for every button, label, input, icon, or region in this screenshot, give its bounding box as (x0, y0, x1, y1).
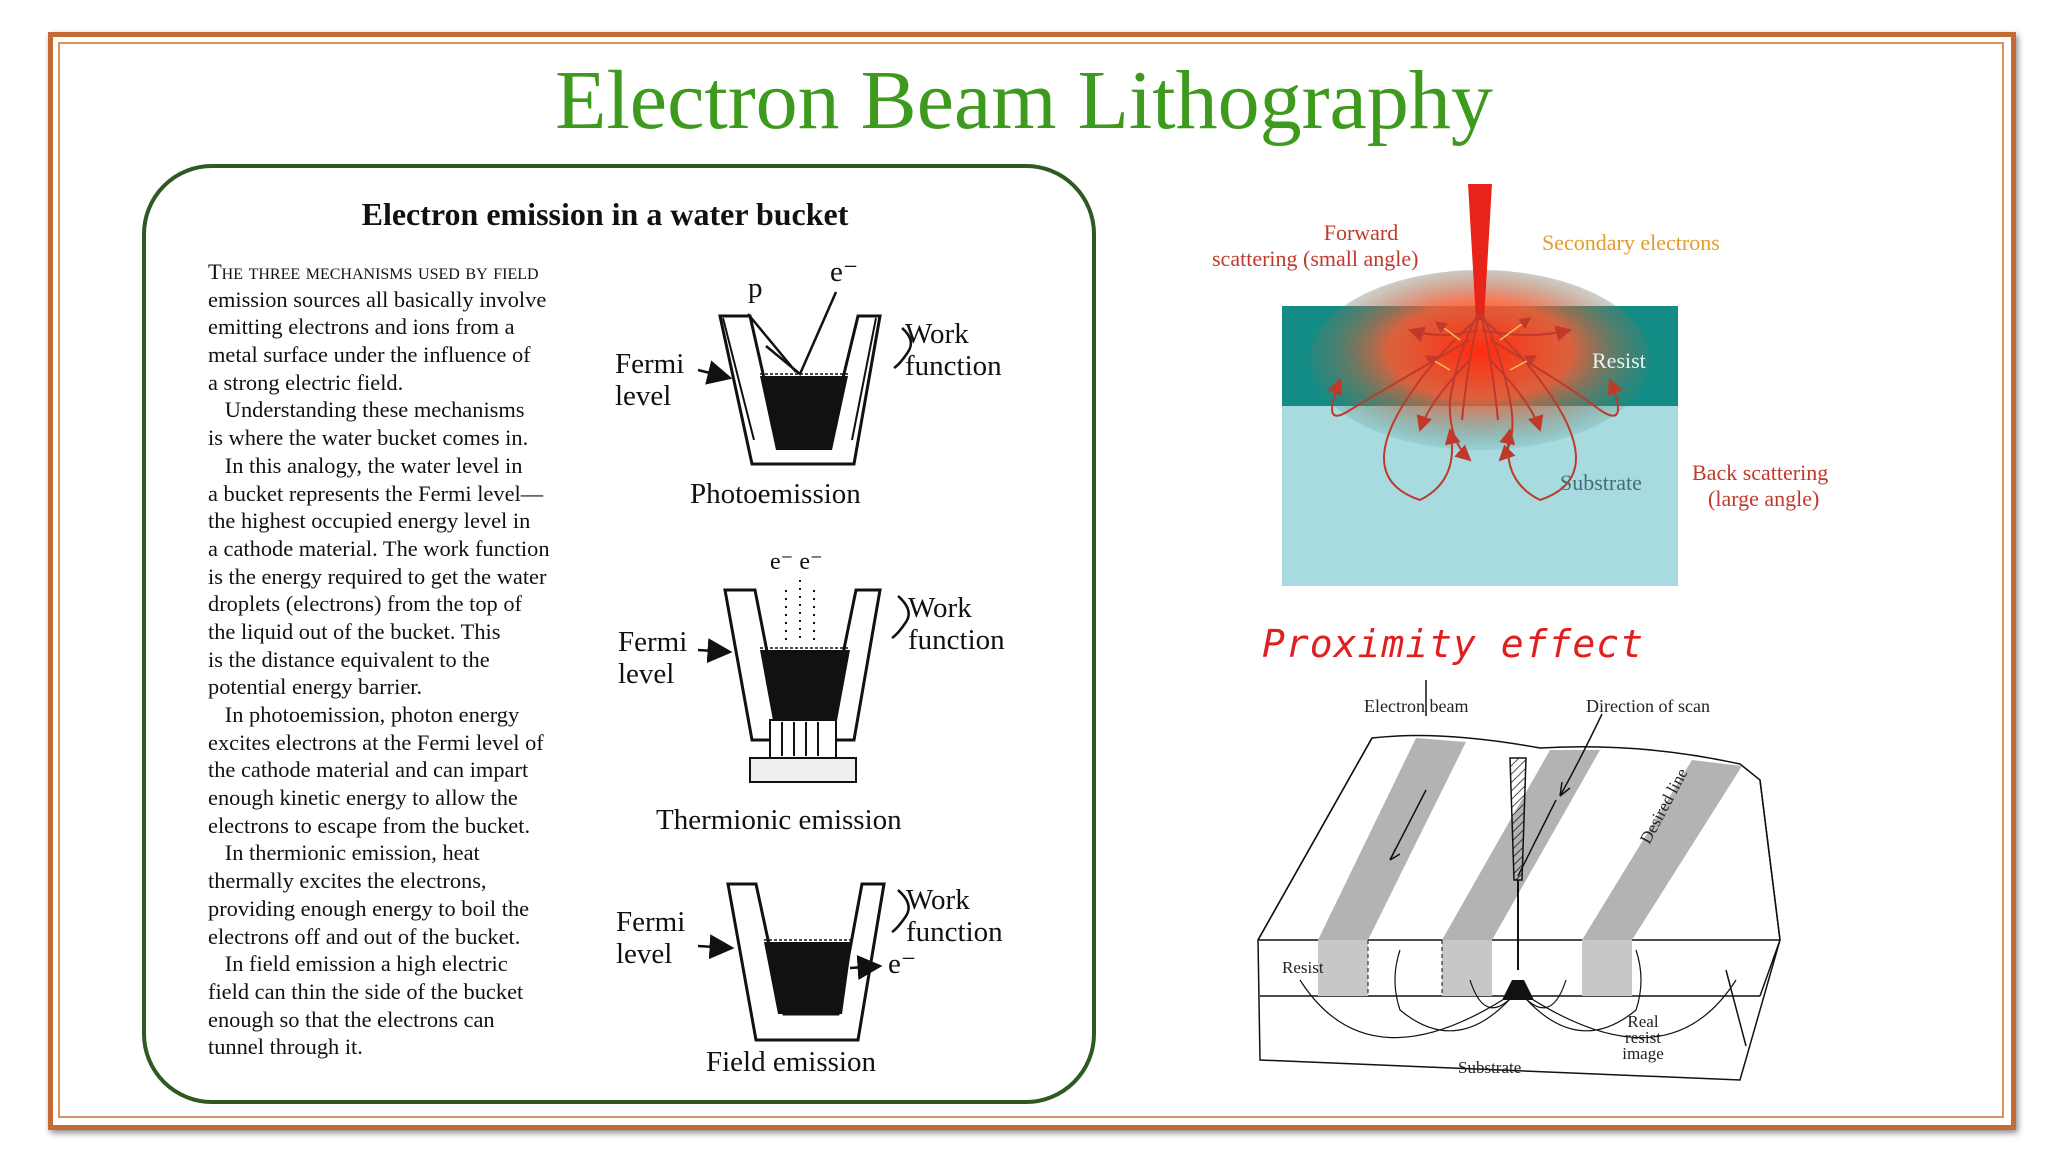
resist-image-2 (1442, 940, 1492, 996)
text-line: metal surface under the influence of (208, 342, 531, 368)
text-line: the highest occupied energy level in (208, 508, 531, 534)
text-line: is the distance equivalent to the (208, 646, 490, 672)
text-line: The three mechanisms used by field (208, 259, 539, 284)
resist-image-3 (1582, 940, 1632, 996)
text-line: is where the water bucket comes in. (208, 425, 529, 451)
fermi-label-3: Fermi (616, 906, 686, 938)
text-line: In thermionic emission, heat (208, 840, 480, 866)
caption-photoemission: Photoemission (690, 478, 861, 510)
direction-of-scan-label: Direction of scan (1586, 696, 1710, 716)
level-label-3: level (616, 938, 673, 970)
text-line: In photoemission, photon energy (208, 702, 520, 727)
work-label-2: Work (908, 592, 972, 624)
photoemission-bucket (697, 291, 913, 466)
level-label-1: level (615, 380, 672, 412)
photon-p-label: p (748, 272, 763, 304)
text-line: thermally excites the electrons, (208, 868, 487, 894)
text-line: the liquid out of the bucket. This (208, 618, 501, 644)
secondary-electrons-label: Secondary electrons (1542, 230, 1720, 255)
text-line: enough kinetic energy to allow the (208, 785, 518, 811)
thermionic-bucket (697, 580, 910, 783)
fermi-label-2: Fermi (618, 626, 688, 658)
work-label-1: Work (905, 318, 969, 350)
text-line: In this analogy, the water level in (208, 452, 523, 478)
proximity-electron-beam (1509, 757, 1527, 881)
text-line: potential energy barrier. (208, 674, 423, 700)
proximity-effect-note: Proximity effect (1262, 622, 1645, 666)
real-line2: resist (1625, 1028, 1661, 1047)
text-line: the cathode material and can impart (208, 757, 529, 783)
electron-beam-label: Electron beam (1364, 696, 1469, 716)
forward-scattering-line1: Forward (1323, 220, 1399, 245)
electron-pair-label: e⁻ e⁻ (770, 549, 823, 575)
back-scattering-line1: Back scattering (1692, 460, 1829, 485)
field-emission-bucket (697, 882, 910, 1042)
fermi-label-1: Fermi (615, 348, 685, 380)
real-resist-image-label: Real resist image (1618, 1012, 1668, 1063)
substrate-label: Substrate (1560, 470, 1642, 495)
caption-field-emission: Field emission (706, 1046, 876, 1078)
text-line: is the energy required to get the water (208, 563, 547, 589)
forward-scattering-line2: scattering (small angle) (1212, 246, 1419, 271)
function-label-1: function (905, 350, 1002, 382)
electron-label-3: e⁻ (888, 948, 917, 980)
backscatter-arcs (1299, 949, 1737, 1039)
text-line: providing enough energy to boil the (208, 895, 530, 921)
electron-label-1: e⁻ (830, 256, 859, 288)
real-line3: image (1622, 1044, 1664, 1063)
text-line: Understanding these mechanisms (208, 397, 525, 423)
text-line: enough so that the electrons can (208, 1006, 495, 1032)
prox-substrate-label: Substrate (1458, 1058, 1522, 1077)
resist-label: Resist (1592, 348, 1646, 373)
caption-thermionic: Thermionic emission (656, 804, 902, 836)
scan-strip-3 (1582, 760, 1742, 940)
function-label-2: function (908, 624, 1005, 656)
resist-image-1 (1318, 940, 1368, 996)
text-line: droplets (electrons) from the top of (208, 591, 522, 617)
back-scattering-line2: (large angle) (1708, 486, 1820, 511)
level-label-2: level (618, 658, 675, 690)
scan-strip-1 (1318, 738, 1466, 940)
text-line: excites electrons at the Fermi level of (208, 729, 544, 755)
text-line: emitting electrons and ions from a (208, 314, 515, 340)
slide-title: Electron Beam Lithography (555, 54, 1493, 147)
function-label-3: function (906, 916, 1003, 948)
text-line: electrons to escape from the bucket. (208, 812, 531, 838)
text-line: In field emission a high electric (208, 951, 508, 977)
prox-resist-label: Resist (1282, 958, 1324, 977)
text-line: emission sources all basically involve (208, 286, 547, 312)
bucket-panel-heading: Electron emission in a water bucket (361, 196, 849, 232)
text-line: a cathode material. The work function (208, 535, 550, 561)
text-line: field can thin the side of the bucket (208, 978, 524, 1004)
proximity-schematic (1257, 680, 1781, 1081)
text-line: tunnel through it. (208, 1034, 363, 1060)
text-line: electrons off and out of the bucket. (208, 923, 521, 949)
work-label-3: Work (906, 884, 970, 916)
electron-beam (1468, 184, 1492, 320)
slide-frame-inner (58, 42, 2004, 1118)
text-line: a strong electric field. (208, 369, 404, 395)
exposure-glow (1310, 270, 1650, 450)
text-line: a bucket represents the Fermi level— (208, 480, 544, 506)
bucket-analogy-panel (142, 164, 1096, 1104)
bucket-diagrams (697, 291, 913, 1042)
real-line1: Real (1627, 1012, 1659, 1031)
scattering-diagram (1282, 184, 1678, 586)
secondary-electron-paths (1424, 317, 1538, 371)
